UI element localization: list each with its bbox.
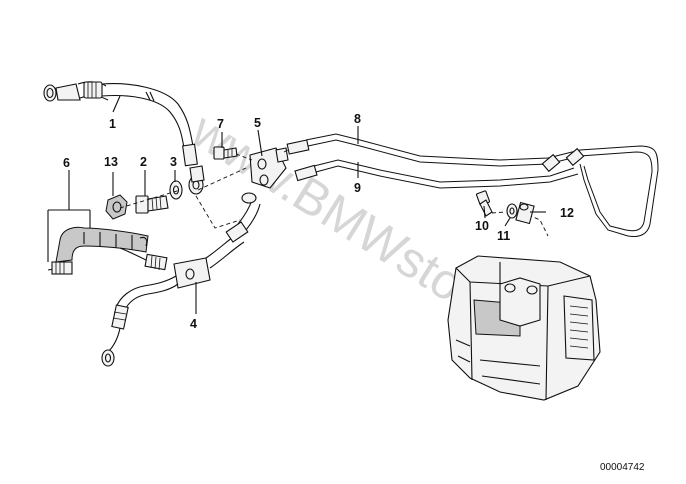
callout-2: 2 (140, 155, 147, 169)
brake-hose-part-1 (43, 81, 198, 167)
distributor-block-part-5 (249, 147, 289, 189)
brake-hose-part-6 (47, 226, 168, 275)
callout-4: 4 (190, 317, 197, 331)
callout-13: 13 (104, 155, 118, 169)
callout-5: 5 (254, 116, 261, 130)
callout-9: 9 (354, 181, 361, 195)
banjo-fitting (188, 165, 205, 195)
brake-pipe-part-9 (294, 147, 585, 189)
callout-labels: 1 2 3 4 5 6 7 8 9 10 11 12 13 (63, 112, 574, 331)
callout-6: 6 (63, 156, 70, 170)
washer-part-3 (169, 180, 183, 200)
bolt-part-2 (135, 195, 169, 214)
callout-1: 1 (109, 117, 116, 131)
callout-8: 8 (354, 112, 361, 126)
callout-bracket-6 (47, 170, 91, 262)
bolt-part-7 (213, 146, 238, 160)
fitting-part-12 (515, 201, 535, 225)
brake-line-part-4 (101, 192, 261, 367)
callout-7: 7 (217, 117, 224, 131)
callout-leaders (112, 95, 546, 314)
washer-part-11 (506, 203, 518, 219)
callout-3: 3 (170, 155, 177, 169)
bolt-part-10 (475, 190, 493, 217)
diagram-number: 00004742 (600, 462, 645, 473)
abs-hydraulic-unit (447, 255, 601, 401)
callout-11: 11 (497, 229, 510, 243)
callout-10: 10 (475, 219, 489, 233)
callout-12: 12 (560, 206, 574, 220)
nut-part-13 (105, 194, 128, 220)
